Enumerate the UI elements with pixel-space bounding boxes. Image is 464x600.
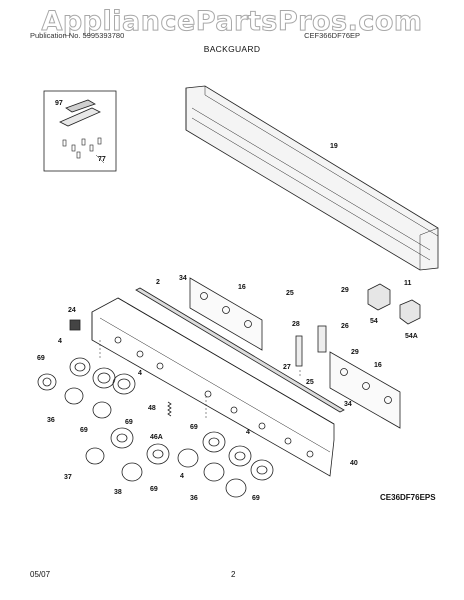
- callout-48: 48: [148, 405, 156, 412]
- spring-48: [167, 401, 172, 417]
- callout-16: 16: [238, 284, 246, 291]
- callout-16b: 16: [374, 362, 382, 369]
- relay-54: [367, 283, 391, 311]
- connector-24: [69, 319, 81, 331]
- leader-lines: [99, 340, 301, 420]
- knob-group-lower: [85, 427, 274, 498]
- callout-54: 54: [370, 318, 378, 325]
- rear-bar-2: [135, 287, 345, 413]
- page-number: 2: [231, 570, 236, 579]
- callout-29: 29: [341, 287, 349, 294]
- callout-2: 2: [156, 279, 160, 286]
- callout-19: 19: [330, 143, 338, 150]
- callout-38: 38: [114, 489, 122, 496]
- callout-4a: 4: [58, 338, 62, 345]
- callout-24: 24: [68, 307, 76, 314]
- callout-40: 40: [350, 460, 358, 467]
- callout-36a: 36: [47, 417, 55, 424]
- callout-97: 97: [55, 100, 63, 107]
- callout-69c: 69: [80, 427, 88, 434]
- callout-69f: 69: [252, 495, 260, 502]
- relay-54a: [399, 299, 421, 325]
- callout-34b: 34: [344, 401, 352, 408]
- callout-34: 34: [179, 275, 187, 282]
- callout-27: 27: [283, 364, 291, 371]
- callout-69d: 69: [190, 424, 198, 431]
- inset-detail-box: [43, 90, 117, 172]
- callout-4b: 4: [138, 370, 142, 377]
- back-panel-16b: [329, 351, 401, 429]
- callout-46a: 46A: [150, 434, 163, 441]
- section-title: BACKGUARD: [203, 44, 261, 54]
- callout-69b: 69: [125, 419, 133, 426]
- callout-26: 26: [341, 323, 349, 330]
- callout-36b: 36: [190, 495, 198, 502]
- callout-28: 28: [292, 321, 300, 328]
- page-header: Publication No. 5995393780 CEF366DF76EP: [30, 31, 360, 40]
- callout-11: 11: [404, 280, 412, 287]
- callout-29b: 29: [351, 349, 359, 356]
- back-panel-16a: [189, 277, 263, 351]
- control-panel-40: [91, 297, 335, 477]
- callout-54a: 54A: [405, 333, 418, 340]
- callout-25: 25: [286, 290, 294, 297]
- callout-69a: 69: [37, 355, 45, 362]
- backguard-trim-19: [185, 85, 439, 271]
- callout-25b: 25: [306, 379, 314, 386]
- callout-37: 37: [64, 474, 72, 481]
- callout-labels: 97 77 19 2 34 16 24 25 29 11 54 54A 26 2…: [37, 100, 418, 502]
- footer-date: 05/07: [30, 570, 51, 579]
- callout-4d: 4: [180, 473, 184, 480]
- publication-number: Publication No. 5995393780: [30, 31, 125, 40]
- model-number: CEF366DF76EP: [304, 31, 360, 40]
- watermark-logo: AppliancePartsPros.com: [41, 6, 423, 38]
- terminal-block-28: [295, 325, 327, 367]
- knob-group-upper: [37, 357, 136, 419]
- callout-69e: 69: [150, 486, 158, 493]
- callout-4c: 4: [246, 429, 250, 436]
- diagram-code: CE36DF76EPS: [380, 493, 436, 502]
- callout-77: 77: [98, 156, 106, 163]
